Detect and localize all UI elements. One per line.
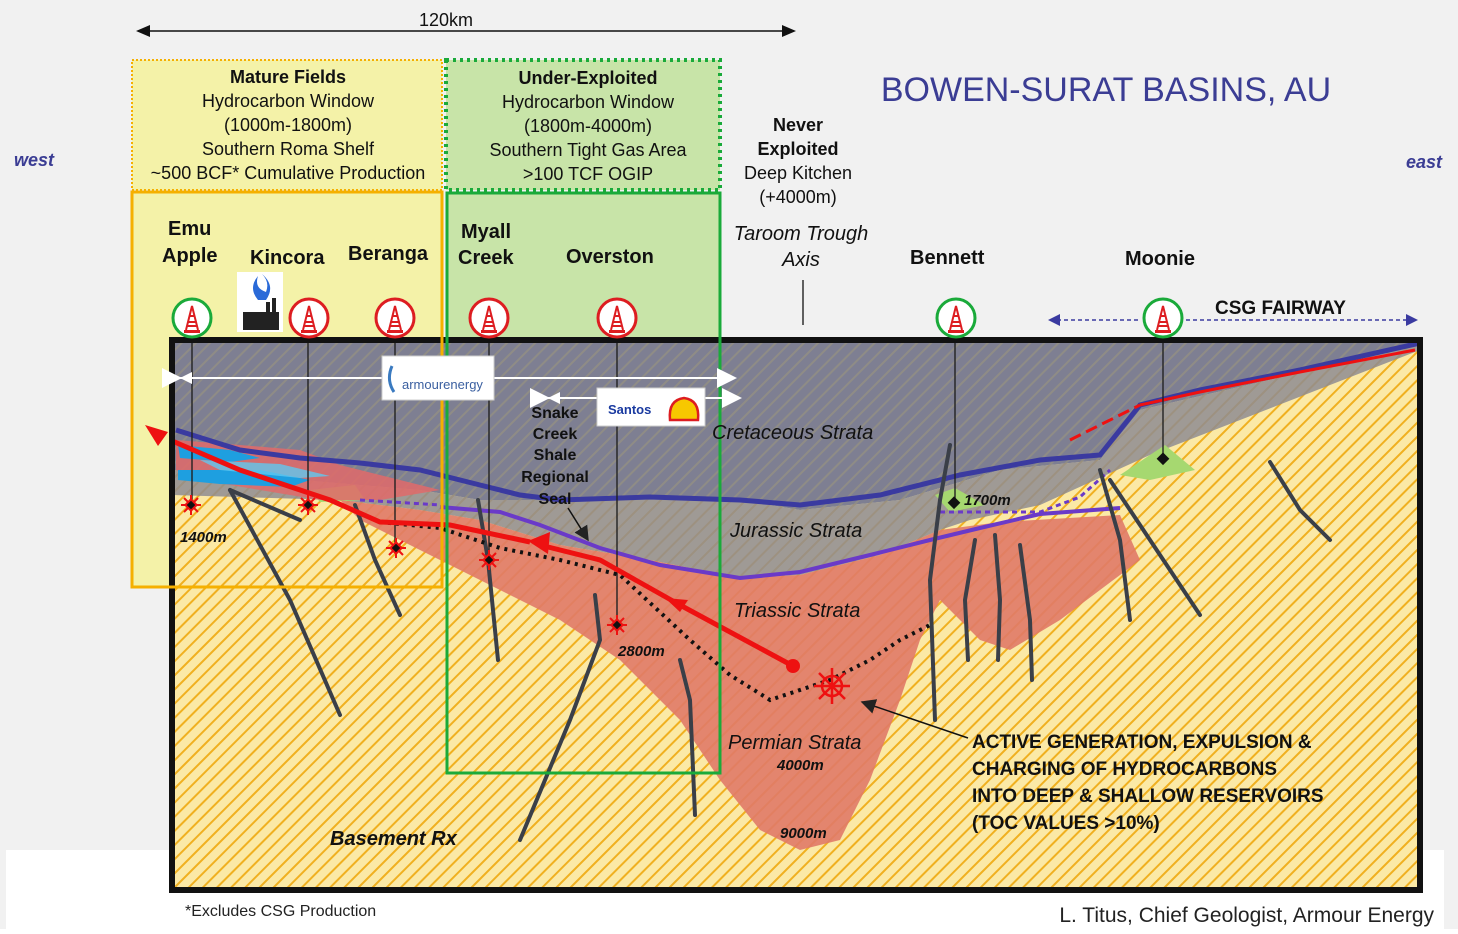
well-icon-moonie bbox=[1142, 297, 1184, 339]
seal-line: Seal bbox=[539, 491, 572, 508]
armour-energy-logo: armourenergy bbox=[381, 355, 495, 401]
source-kitchen-icon bbox=[814, 668, 850, 704]
well-name-bennett: Bennett bbox=[910, 247, 985, 269]
strata-labels: Cretaceous Strata Jurassic Strata Triass… bbox=[330, 422, 873, 850]
well-symbols bbox=[171, 297, 1184, 339]
credit: L. Titus, Chief Geologist, Armour Energy bbox=[1059, 904, 1434, 927]
svg-text:Santos: Santos bbox=[608, 402, 651, 417]
never-heading: Never bbox=[773, 115, 823, 135]
taroom-trough-label: Taroom Trough Axis bbox=[734, 223, 869, 271]
jurassic-layer bbox=[172, 345, 1420, 578]
well-name-beranga: Beranga bbox=[348, 243, 429, 265]
mature-line: (1000m-1800m) bbox=[224, 115, 352, 135]
under-exploited-zone-text: Under-Exploited Hydrocarbon Window (1800… bbox=[489, 68, 687, 184]
gas-plant-icon bbox=[237, 272, 283, 332]
mature-zone-text: Mature Fields Hydrocarbon Window (1000m-… bbox=[151, 67, 426, 183]
seal-line: Shale bbox=[534, 447, 577, 464]
well-name-kincora: Kincora bbox=[250, 247, 325, 269]
callout-line: (TOC VALUES >10%) bbox=[972, 813, 1160, 834]
mature-header-box bbox=[131, 59, 443, 191]
seal-line: Regional bbox=[521, 469, 589, 486]
moonie-reservoir bbox=[1120, 445, 1195, 480]
depth-9000: 9000m bbox=[780, 825, 827, 842]
csg-fairway-label: CSG FAIRWAY bbox=[1215, 298, 1346, 319]
callout-line: INTO DEEP & SHALLOW RESERVOIRS bbox=[972, 786, 1324, 807]
migration-path-dotted bbox=[379, 520, 931, 703]
scale-bar bbox=[136, 25, 796, 37]
well-name-moonie: Moonie bbox=[1125, 248, 1195, 270]
well-icon-bennett bbox=[935, 297, 977, 339]
callout-line: ACTIVE GENERATION, EXPULSION & bbox=[972, 732, 1312, 753]
callout-line: CHARGING OF HYDROCARBONS bbox=[972, 759, 1277, 780]
under-exploited-header-box bbox=[444, 58, 722, 192]
well-name-myall-creek: Myall bbox=[461, 221, 511, 243]
cross-section bbox=[145, 280, 1423, 893]
depth-2800: 2800m bbox=[617, 643, 665, 660]
scale-bar-label: 120km bbox=[419, 10, 473, 30]
never-heading: Exploited bbox=[757, 139, 838, 159]
seal-line: Snake bbox=[531, 405, 578, 422]
generation-callout: ACTIVE GENERATION, EXPULSION & CHARGING … bbox=[972, 732, 1324, 834]
strata-label-cretaceous: Cretaceous Strata bbox=[712, 422, 873, 444]
well-icon-overston bbox=[596, 297, 638, 339]
well-icon-kincora bbox=[288, 297, 330, 339]
seal-line: Creek bbox=[533, 426, 578, 443]
under-line: >100 TCF OGIP bbox=[523, 164, 653, 184]
depth-1700: 1700m bbox=[964, 492, 1011, 509]
well-name-emu-apple: Emu bbox=[168, 218, 211, 240]
jurassic-top-line bbox=[439, 505, 1121, 581]
shell-icon bbox=[668, 396, 700, 422]
well-icon-emu-apple bbox=[171, 297, 213, 339]
santos-shell-logo: Santos bbox=[596, 387, 706, 427]
strata-label-basement: Basement Rx bbox=[330, 828, 458, 850]
well-names: Emu Apple Kincora Beranga Myall Creek Ov… bbox=[162, 218, 1195, 270]
reservoir-stars bbox=[181, 495, 627, 635]
depth-labels: 1400m 1700m 2800m 4000m 9000m bbox=[180, 492, 1011, 842]
taroom-line: Taroom Trough bbox=[734, 223, 869, 245]
csg-fairway-arrow bbox=[1048, 314, 1418, 326]
strata-label-permian: Permian Strata bbox=[728, 732, 861, 754]
taroom-line: Axis bbox=[781, 249, 820, 271]
footnote: *Excludes CSG Production bbox=[185, 903, 376, 920]
mature-heading: Mature Fields bbox=[230, 67, 346, 87]
bennett-reservoir bbox=[935, 488, 985, 512]
blue-reservoir-1 bbox=[178, 445, 260, 462]
well-name-myall-creek: Creek bbox=[458, 247, 514, 269]
under-line: Southern Tight Gas Area bbox=[489, 140, 687, 160]
well-icon-myall-creek bbox=[468, 297, 510, 339]
depth-4000: 4000m bbox=[776, 757, 824, 774]
under-line: (1800m-4000m) bbox=[524, 116, 652, 136]
never-line: (+4000m) bbox=[759, 187, 837, 207]
under-line: Hydrocarbon Window bbox=[502, 92, 675, 112]
strata-label-triassic: Triassic Strata bbox=[734, 600, 860, 622]
seal-label: Snake Creek Shale Regional Seal bbox=[521, 405, 589, 508]
west-label: west bbox=[14, 150, 55, 170]
east-label: east bbox=[1406, 152, 1443, 172]
well-icon-beranga bbox=[374, 297, 416, 339]
well-name-emu-apple: Apple bbox=[162, 245, 218, 267]
depth-1400: 1400m bbox=[180, 529, 227, 546]
page-title: BOWEN-SURAT BASINS, AU bbox=[881, 71, 1331, 109]
well-name-overston: Overston bbox=[566, 246, 654, 268]
section-frame bbox=[169, 337, 1423, 893]
permian-kitchen bbox=[340, 500, 1140, 850]
mature-line: Southern Roma Shelf bbox=[202, 139, 375, 159]
mature-line: ~500 BCF* Cumulative Production bbox=[151, 163, 426, 183]
strata-label-jurassic: Jurassic Strata bbox=[729, 520, 862, 542]
svg-text:armourenergy: armourenergy bbox=[402, 377, 483, 392]
never-exploited-zone-text: Never Exploited Deep Kitchen (+4000m) bbox=[744, 115, 852, 207]
never-line: Deep Kitchen bbox=[744, 163, 852, 183]
under-exploited-heading: Under-Exploited bbox=[518, 68, 657, 88]
mature-line: Hydrocarbon Window bbox=[202, 91, 375, 111]
